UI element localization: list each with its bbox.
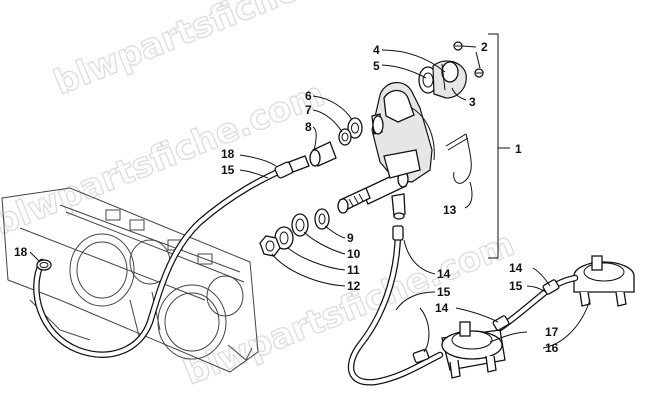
callout-4: 4 <box>373 43 380 57</box>
callout-14-right: 14 <box>509 261 523 275</box>
callout-11: 11 <box>347 263 360 277</box>
callout-12: 12 <box>347 279 361 293</box>
screw-2b <box>474 68 484 78</box>
pressure-regulator-17 <box>441 321 506 379</box>
o-ring-6 <box>347 117 363 139</box>
leader-lines <box>29 45 591 353</box>
callout-15-middle: 15 <box>437 285 451 299</box>
callout-14-upper: 14 <box>437 267 451 281</box>
watermark: blwpartsfiche.com blwpartsfiche.com blwp… <box>0 0 521 394</box>
threaded-fitting <box>337 187 371 214</box>
callout-1: 1 <box>515 142 522 156</box>
wire-clip-13 <box>445 133 472 184</box>
assembly-bracket-1 <box>488 33 510 259</box>
callout-3: 3 <box>469 95 476 109</box>
callout-13: 13 <box>443 203 457 217</box>
throttle-body-assembly <box>1 187 259 373</box>
callout-2: 2 <box>481 40 488 54</box>
watermark-text-middle: blwpartsfiche.com <box>0 74 330 243</box>
callout-8: 8 <box>305 120 312 134</box>
callout-14-middle: 14 <box>435 301 449 315</box>
fuel-regulator-body <box>361 82 435 220</box>
o-ring-7 <box>338 128 352 146</box>
callout-16: 16 <box>545 341 559 355</box>
callout-15-left: 15 <box>221 163 235 177</box>
callouts: 1 2 3 4 5 6 7 8 9 10 11 12 13 14 14 14 1… <box>14 40 559 355</box>
pressure-regulator-16 <box>573 255 635 307</box>
callout-18-left: 18 <box>14 245 28 259</box>
callout-18-top: 18 <box>221 147 235 161</box>
callout-5: 5 <box>373 59 380 73</box>
callout-17: 17 <box>545 325 559 339</box>
watermark-text-top: blwpartsfiche.com <box>48 0 390 103</box>
fitting-8 <box>309 141 337 167</box>
hose-clamp-top <box>274 155 310 179</box>
callout-9: 9 <box>347 231 354 245</box>
callout-10: 10 <box>347 247 361 261</box>
callout-6: 6 <box>305 89 312 103</box>
regulator-cap <box>418 60 467 99</box>
washer-9 <box>314 208 330 230</box>
callout-15-right: 15 <box>509 279 523 293</box>
screw-2a <box>453 41 463 51</box>
hose-fitting-14 <box>392 225 404 241</box>
nut-12 <box>259 235 281 257</box>
washer-10 <box>291 213 309 237</box>
callout-7: 7 <box>305 103 312 117</box>
hose-clamp-left <box>36 259 52 271</box>
